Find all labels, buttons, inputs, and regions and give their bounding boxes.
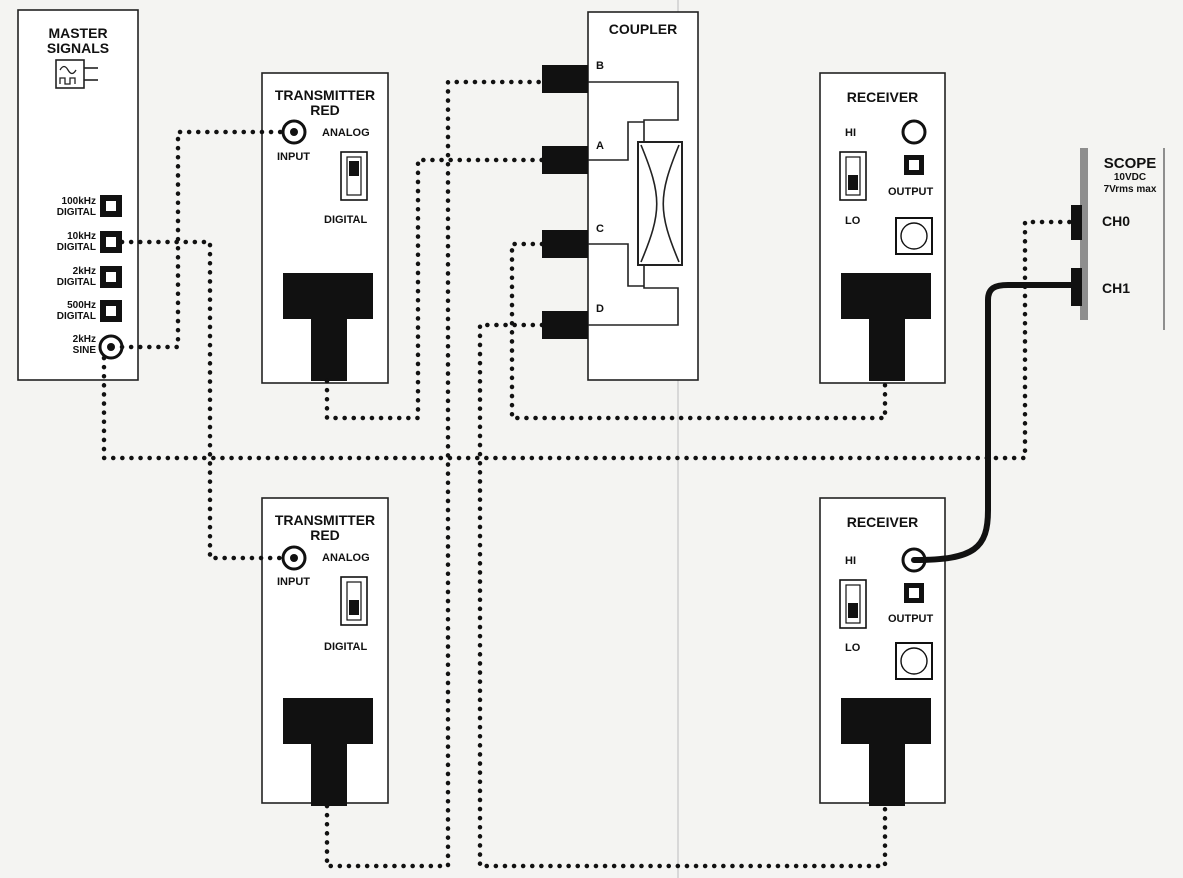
signal-generator-icon	[55, 59, 98, 89]
receiver-top-components	[839, 119, 933, 381]
receiver-top-lo-label: LO	[845, 215, 861, 227]
transmitter-top-title: TRANSMITTER RED	[274, 87, 376, 118]
transmitter-bottom-title: TRANSMITTER RED	[274, 512, 376, 543]
receiver-top-title: RECEIVER	[846, 89, 919, 105]
coupler-port-b[interactable]	[542, 65, 588, 93]
transmitter-top-led-module[interactable]	[283, 273, 373, 381]
coupler-port-a-label: A	[596, 140, 604, 152]
scope-spec-voltage: 10VDC	[1113, 172, 1147, 183]
coupler-port-d[interactable]	[542, 311, 588, 339]
scope-ch1-label: CH1	[1102, 280, 1131, 296]
coupler-port-c-label: C	[596, 223, 604, 235]
lead-transmitter-bottom-to-port-b	[324, 79, 545, 869]
coupler-internals	[542, 65, 683, 339]
coupler-port-a[interactable]	[542, 146, 588, 174]
scope-ch0-label: CH0	[1102, 213, 1131, 229]
transmitter-bottom-components	[281, 545, 373, 806]
lead-10khz-to-transmitter-bottom	[119, 239, 286, 561]
lead-transmitter-top-to-port-a	[324, 157, 545, 421]
scope-title: SCOPE	[1103, 155, 1157, 172]
receiver-top-hi-label: HI	[845, 127, 856, 139]
transmitter-bottom-digital-label: DIGITAL	[324, 641, 368, 653]
coupler-title: COUPLER	[608, 21, 678, 37]
transmitter-top-input-label: INPUT	[277, 151, 310, 163]
transmitter-top-analog-label: ANALOG	[322, 127, 370, 139]
lead-port-d-to-receiver-bottom	[477, 322, 888, 869]
receiver-bottom-detector-module[interactable]	[841, 698, 931, 806]
transmitter-bottom-analog-label: ANALOG	[322, 552, 370, 564]
coupler-port-d-label: D	[596, 303, 604, 315]
receiver-bottom-lo-label: LO	[845, 642, 861, 654]
output-label-500hz: 500Hz DIGITAL	[56, 300, 96, 322]
receiver-top-output-socket[interactable]	[901, 119, 927, 145]
output-label-2khz-sine: 2kHz SINE	[72, 334, 96, 356]
patch-leads	[101, 79, 1074, 869]
master-signals-title: MASTER SIGNALS	[46, 25, 110, 56]
receiver-bottom-output-label: OUTPUT	[888, 613, 934, 625]
scope-ch1-connector[interactable]	[1071, 268, 1082, 306]
receiver-top-detector-module[interactable]	[841, 273, 931, 381]
lead-2khz-sine-to-transmitter-top	[119, 129, 286, 350]
coupler-port-c[interactable]	[542, 230, 588, 258]
lead-port-c-to-receiver-top	[509, 241, 888, 421]
transmitter-bottom-led-module[interactable]	[283, 698, 373, 806]
receiver-bottom-title: RECEIVER	[846, 514, 919, 530]
scope-ch0-connector[interactable]	[1071, 205, 1082, 240]
lead-receiver-bottom-output-to-scope-ch1	[911, 282, 1074, 563]
output-label-100khz: 100kHz DIGITAL	[56, 196, 96, 218]
receiver-bottom-hi-label: HI	[845, 555, 856, 567]
coupler-port-b-label: B	[596, 60, 604, 72]
output-label-10khz: 10kHz DIGITAL	[56, 231, 96, 253]
transmitter-bottom-input-label: INPUT	[277, 576, 310, 588]
scope-spec-rms: 7Vrms max	[1103, 184, 1157, 195]
transmitter-top-components	[281, 119, 373, 381]
output-label-2khz-digital: 2kHz DIGITAL	[56, 266, 96, 288]
lead-master-ground-to-scope-ch0	[101, 219, 1074, 461]
receiver-top-output-label: OUTPUT	[888, 186, 934, 198]
transmitter-top-digital-label: DIGITAL	[324, 214, 368, 226]
scope-panel-edge	[1080, 148, 1088, 320]
